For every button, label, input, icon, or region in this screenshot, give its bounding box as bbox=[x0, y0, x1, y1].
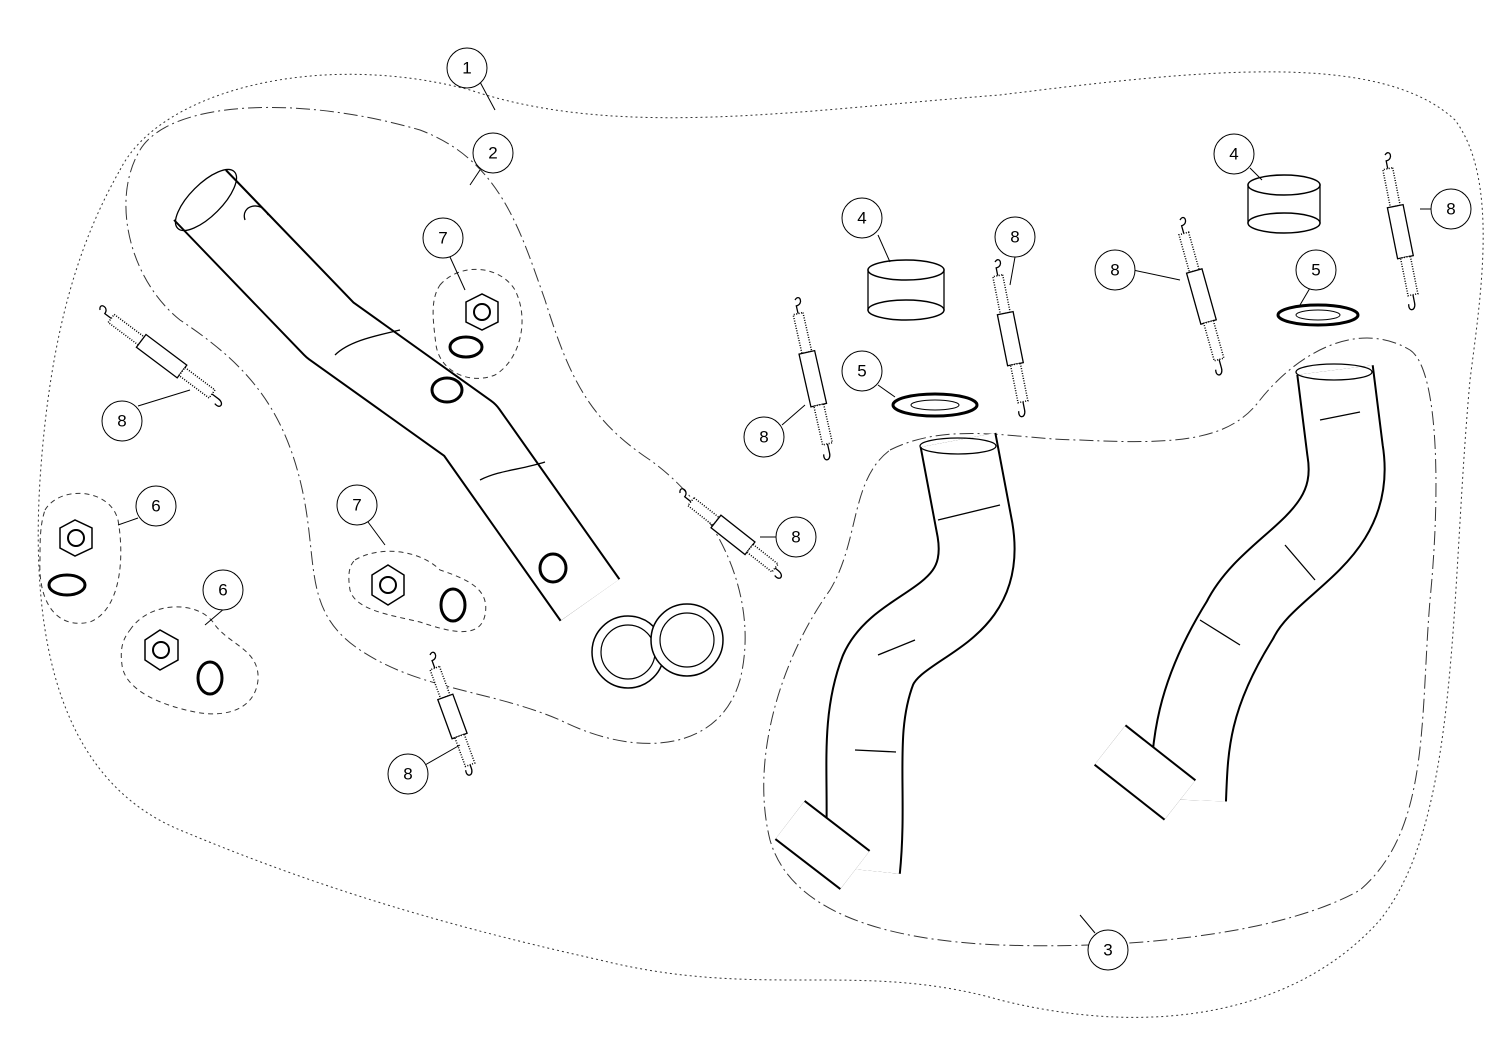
nut-washer-6a bbox=[47, 519, 93, 597]
svg-text:2: 2 bbox=[488, 144, 497, 163]
group-outline-6b bbox=[120, 606, 259, 715]
flange-5-left bbox=[891, 392, 979, 418]
callout-8: 8 bbox=[1430, 188, 1472, 230]
callout-4: 4 bbox=[1213, 133, 1255, 175]
spring bbox=[429, 651, 476, 776]
callout-8: 8 bbox=[387, 753, 429, 795]
svg-text:5: 5 bbox=[1311, 261, 1320, 280]
spring bbox=[99, 305, 223, 407]
svg-text:8: 8 bbox=[1010, 228, 1019, 247]
spring bbox=[679, 488, 782, 579]
group-outline-6a bbox=[39, 492, 122, 624]
svg-text:8: 8 bbox=[1446, 200, 1455, 219]
group-outline-3 bbox=[763, 337, 1437, 947]
callout-6: 6 bbox=[135, 485, 177, 527]
callout-4: 4 bbox=[841, 197, 883, 239]
gasket-4-right bbox=[1247, 174, 1321, 234]
svg-text:3: 3 bbox=[1103, 941, 1112, 960]
callout-1: 1 bbox=[446, 47, 488, 89]
callout-7: 7 bbox=[336, 484, 378, 526]
svg-text:4: 4 bbox=[1229, 145, 1238, 164]
svg-text:8: 8 bbox=[791, 528, 800, 547]
svg-text:5: 5 bbox=[857, 362, 866, 381]
callout-8: 8 bbox=[101, 400, 143, 442]
callout-2: 2 bbox=[472, 132, 514, 174]
svg-text:4: 4 bbox=[857, 209, 866, 228]
group-outline-1 bbox=[37, 71, 1484, 1018]
svg-text:1: 1 bbox=[462, 59, 471, 78]
svg-text:8: 8 bbox=[403, 765, 412, 784]
flange-5-right bbox=[1276, 303, 1360, 327]
header-pipe-right bbox=[1093, 363, 1386, 821]
callout-8: 8 bbox=[1094, 249, 1136, 291]
muffler bbox=[171, 167, 724, 689]
callout-6: 6 bbox=[202, 569, 244, 611]
callout-8: 8 bbox=[775, 516, 817, 558]
svg-text:8: 8 bbox=[1110, 261, 1119, 280]
gasket-4-left bbox=[867, 259, 945, 321]
svg-text:6: 6 bbox=[151, 497, 160, 516]
group-outline-7b bbox=[348, 550, 487, 633]
group-outline-2 bbox=[125, 106, 746, 744]
header-pipe-left bbox=[774, 432, 1016, 890]
svg-text:8: 8 bbox=[759, 428, 768, 447]
nut-washer-6b bbox=[144, 629, 224, 696]
svg-text:7: 7 bbox=[352, 496, 361, 515]
callout-5: 5 bbox=[1295, 249, 1337, 291]
spring bbox=[792, 296, 834, 461]
svg-text:7: 7 bbox=[438, 229, 447, 248]
callout-3: 3 bbox=[1087, 929, 1129, 971]
spring bbox=[1178, 216, 1225, 376]
callout-8: 8 bbox=[743, 416, 785, 458]
nut-washer-7b bbox=[371, 564, 467, 623]
callout-5: 5 bbox=[841, 350, 883, 392]
callout-8: 8 bbox=[994, 216, 1036, 258]
svg-text:8: 8 bbox=[117, 412, 126, 431]
svg-text:6: 6 bbox=[218, 581, 227, 600]
nut-washer-7a bbox=[448, 293, 499, 359]
leader-lines bbox=[117, 81, 1433, 934]
spring bbox=[1381, 152, 1419, 311]
spring bbox=[991, 259, 1029, 418]
callout-7: 7 bbox=[422, 217, 464, 259]
